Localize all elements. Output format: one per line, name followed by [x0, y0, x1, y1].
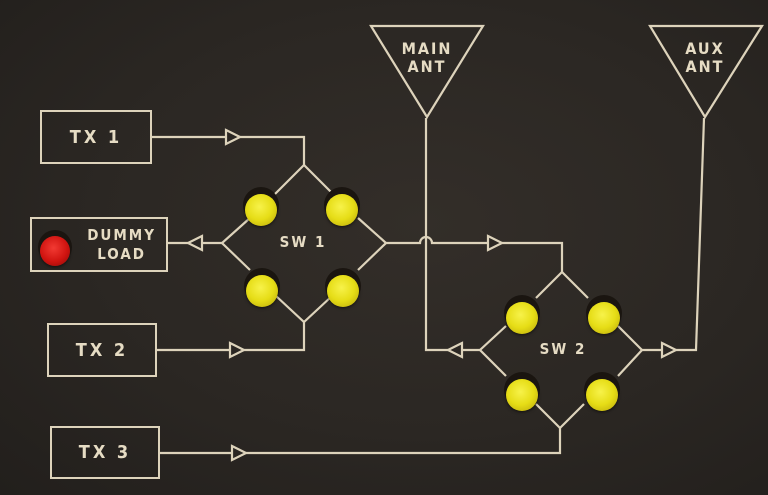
sw1-button-top-right[interactable]	[326, 194, 358, 226]
tx1-label: TX 1	[69, 126, 123, 148]
dummy-load-label-line1: DUMMY	[87, 225, 156, 244]
tx3-label: TX 3	[78, 442, 132, 463]
sw2-label: SW 2	[539, 340, 587, 358]
dummy-load-label-line2: LOAD	[97, 244, 146, 263]
tx2-box: TX 2	[47, 323, 157, 377]
tx2-label: TX 2	[75, 339, 129, 361]
aux-antenna-label-line2: ANT	[685, 57, 725, 77]
sw1-button-bottom-left[interactable]	[246, 275, 278, 307]
aux-antenna-label-line1: AUX	[685, 39, 725, 58]
sw1-label: SW 1	[279, 233, 327, 251]
sw2-button-top-left[interactable]	[506, 302, 538, 334]
sw1-button-bottom-right[interactable]	[327, 275, 359, 307]
tx3-box: TX 3	[50, 426, 160, 479]
sw1-button-top-left[interactable]	[245, 194, 277, 226]
tx1-box: TX 1	[40, 110, 152, 164]
main-antenna-label-line2: ANT	[407, 57, 447, 77]
sw2-button-top-right[interactable]	[588, 302, 620, 334]
main-antenna-label: MAIN ANT	[396, 39, 458, 77]
sw2-button-bottom-right[interactable]	[586, 379, 618, 411]
main-antenna-label-line1: MAIN	[401, 39, 453, 58]
dummy-load-indicator-light	[40, 236, 70, 266]
sw2-button-bottom-left[interactable]	[506, 379, 538, 411]
dummy-load-box: DUMMY LOAD	[30, 217, 168, 272]
aux-antenna-label: AUX ANT	[674, 39, 736, 77]
